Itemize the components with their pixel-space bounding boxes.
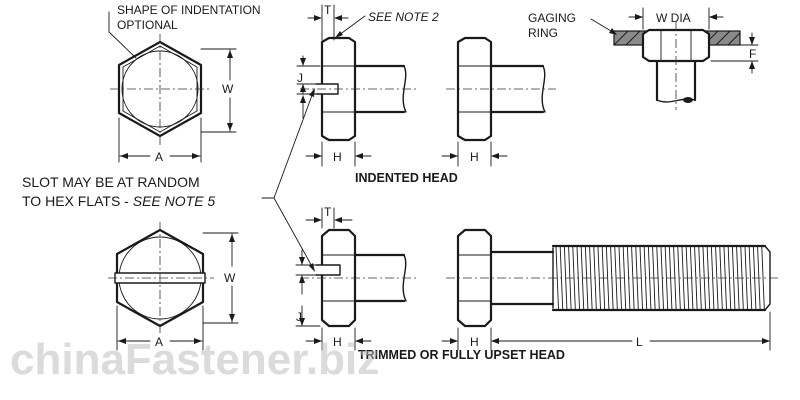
h-dimension-bottom-left: H (333, 335, 342, 349)
f-dimension-label: F (749, 47, 756, 61)
gaging-ring-view (590, 7, 759, 110)
thread-line (710, 246, 715, 310)
thread-line (555, 246, 559, 310)
thread-line (631, 246, 635, 310)
w-dimension-top: W (222, 82, 234, 96)
thread-line (744, 246, 748, 310)
indented-head-plain-view (441, 36, 556, 167)
slot-note-line1: SLOT MAY BE AT RANDOM (22, 174, 200, 190)
thread-line (698, 246, 702, 310)
ring-label: RING (528, 26, 558, 40)
thread-line (727, 246, 732, 310)
thread-line (664, 246, 669, 310)
thread-line (731, 246, 736, 310)
a-dimension-bottom: A (155, 335, 163, 349)
thread-line (761, 246, 765, 310)
trimmed-head-title: TRIMMED OR FULLY UPSET HEAD (358, 348, 565, 362)
h-dimension-top-left: H (333, 150, 342, 164)
thread-line (572, 246, 576, 310)
t-dimension-top: T (324, 3, 332, 17)
slot-note-leaders (261, 88, 315, 272)
a-dimension-top: A (155, 150, 163, 164)
w-dimension-bottom: W (224, 271, 236, 285)
w-dia-label: W DIA (656, 11, 691, 25)
trimmed-head-side-view (295, 207, 416, 351)
h-dimension-bottom-right: H (470, 335, 479, 349)
thread-line (748, 246, 753, 310)
h-dimension-top-right: H (470, 150, 479, 164)
watermark: chinaFastener.biz (10, 335, 379, 384)
gaging-label: GAGING (528, 11, 576, 25)
indented-head-side-view (296, 4, 416, 167)
j-dimension-bottom: J (296, 310, 302, 324)
shape-of-indentation-label: SHAPE OF INDENTATION (117, 3, 261, 17)
slot-note-line2: TO HEX FLATS - SEE NOTE 5 (22, 193, 215, 209)
optional-label: OPTIONAL (117, 18, 178, 32)
j-dimension-top: J (297, 71, 303, 85)
t-dimension-bottom: T (324, 205, 332, 219)
full-bolt-side-view (441, 228, 780, 351)
hex-end-view-trimmed (108, 222, 239, 351)
hex-end-view-indented (108, 11, 237, 163)
thread-line (647, 246, 652, 310)
thread-line (715, 246, 719, 310)
l-length-label: L (636, 335, 643, 349)
indented-head-title: INDENTED HEAD (355, 171, 458, 185)
thread-line (681, 246, 685, 310)
see-note-2-label: SEE NOTE 2 (368, 10, 439, 24)
thread-line (694, 246, 698, 310)
